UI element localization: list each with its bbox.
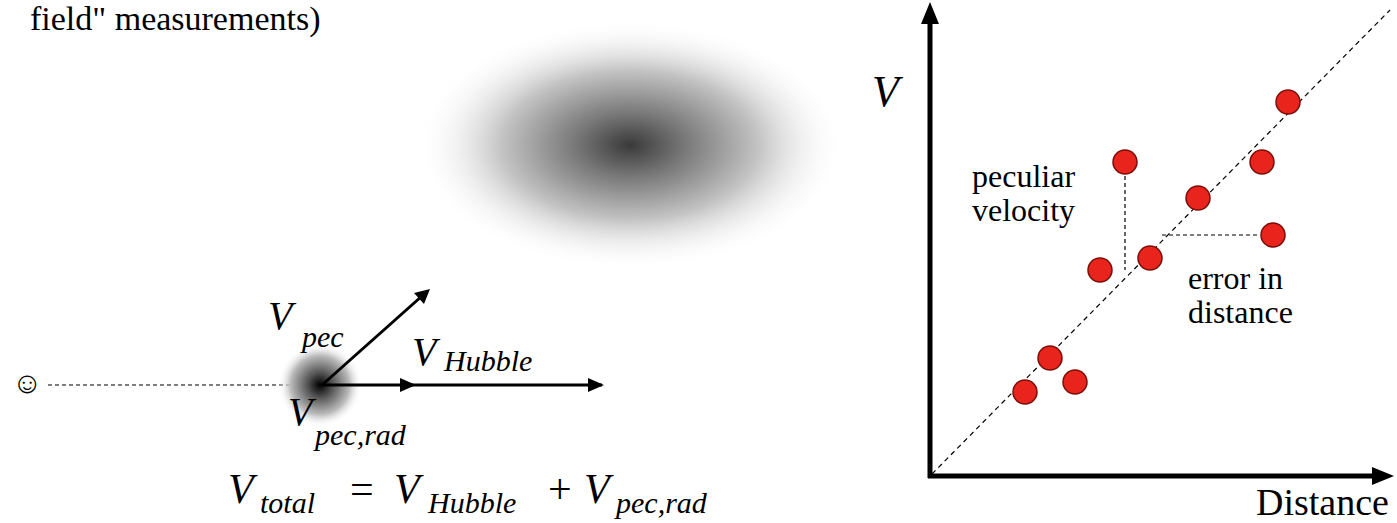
- subscript: Hubble: [428, 488, 516, 518]
- data-points: [1013, 90, 1300, 404]
- data-point: [1113, 150, 1137, 174]
- hubble-law-line: [932, 10, 1390, 474]
- symbol: V: [394, 468, 420, 510]
- symbol: V: [288, 392, 312, 432]
- vhubble-arrow: [410, 384, 602, 387]
- operator: +: [548, 468, 572, 510]
- distance-error-offset: [1162, 234, 1260, 235]
- symbol: V: [412, 332, 436, 372]
- vpecrad-head: [400, 378, 416, 392]
- peculiar-velocity-offset: [1124, 176, 1125, 270]
- vpec-head: [414, 289, 430, 304]
- x-axis: [928, 474, 1380, 479]
- data-point: [1138, 246, 1162, 270]
- annotation: error in distance: [1188, 262, 1338, 329]
- operator: =: [350, 468, 374, 510]
- observer-symbol: ☺: [12, 368, 43, 398]
- subscript: total: [260, 488, 315, 518]
- subscript: pec,rad: [616, 488, 707, 518]
- y-axis-head: [921, 2, 939, 24]
- symbol: V: [268, 296, 292, 336]
- data-point: [1088, 258, 1112, 282]
- subscript: pec,rad: [315, 420, 406, 450]
- data-point: [1038, 346, 1062, 370]
- symbol: V: [584, 468, 610, 510]
- symbol: V: [228, 468, 254, 510]
- data-point: [1276, 90, 1300, 114]
- data-point: [1261, 223, 1285, 247]
- data-point: [1013, 380, 1037, 404]
- axis-label: Distance: [1256, 483, 1389, 521]
- line-of-sight: [48, 384, 290, 385]
- heading-fragment: field" measurements): [30, 2, 321, 36]
- subscript: Hubble: [444, 346, 532, 376]
- data-point: [1063, 370, 1087, 394]
- data-point: [1250, 150, 1274, 174]
- axis-label: V: [872, 70, 899, 114]
- vpec-rad-arrow: [322, 384, 412, 387]
- subscript: pec: [302, 322, 344, 352]
- data-point: [1186, 186, 1210, 210]
- vhubble-head: [588, 378, 604, 392]
- y-axis: [928, 10, 933, 478]
- annotation: peculiar velocity: [972, 160, 1112, 227]
- large-galaxy: [415, 20, 845, 270]
